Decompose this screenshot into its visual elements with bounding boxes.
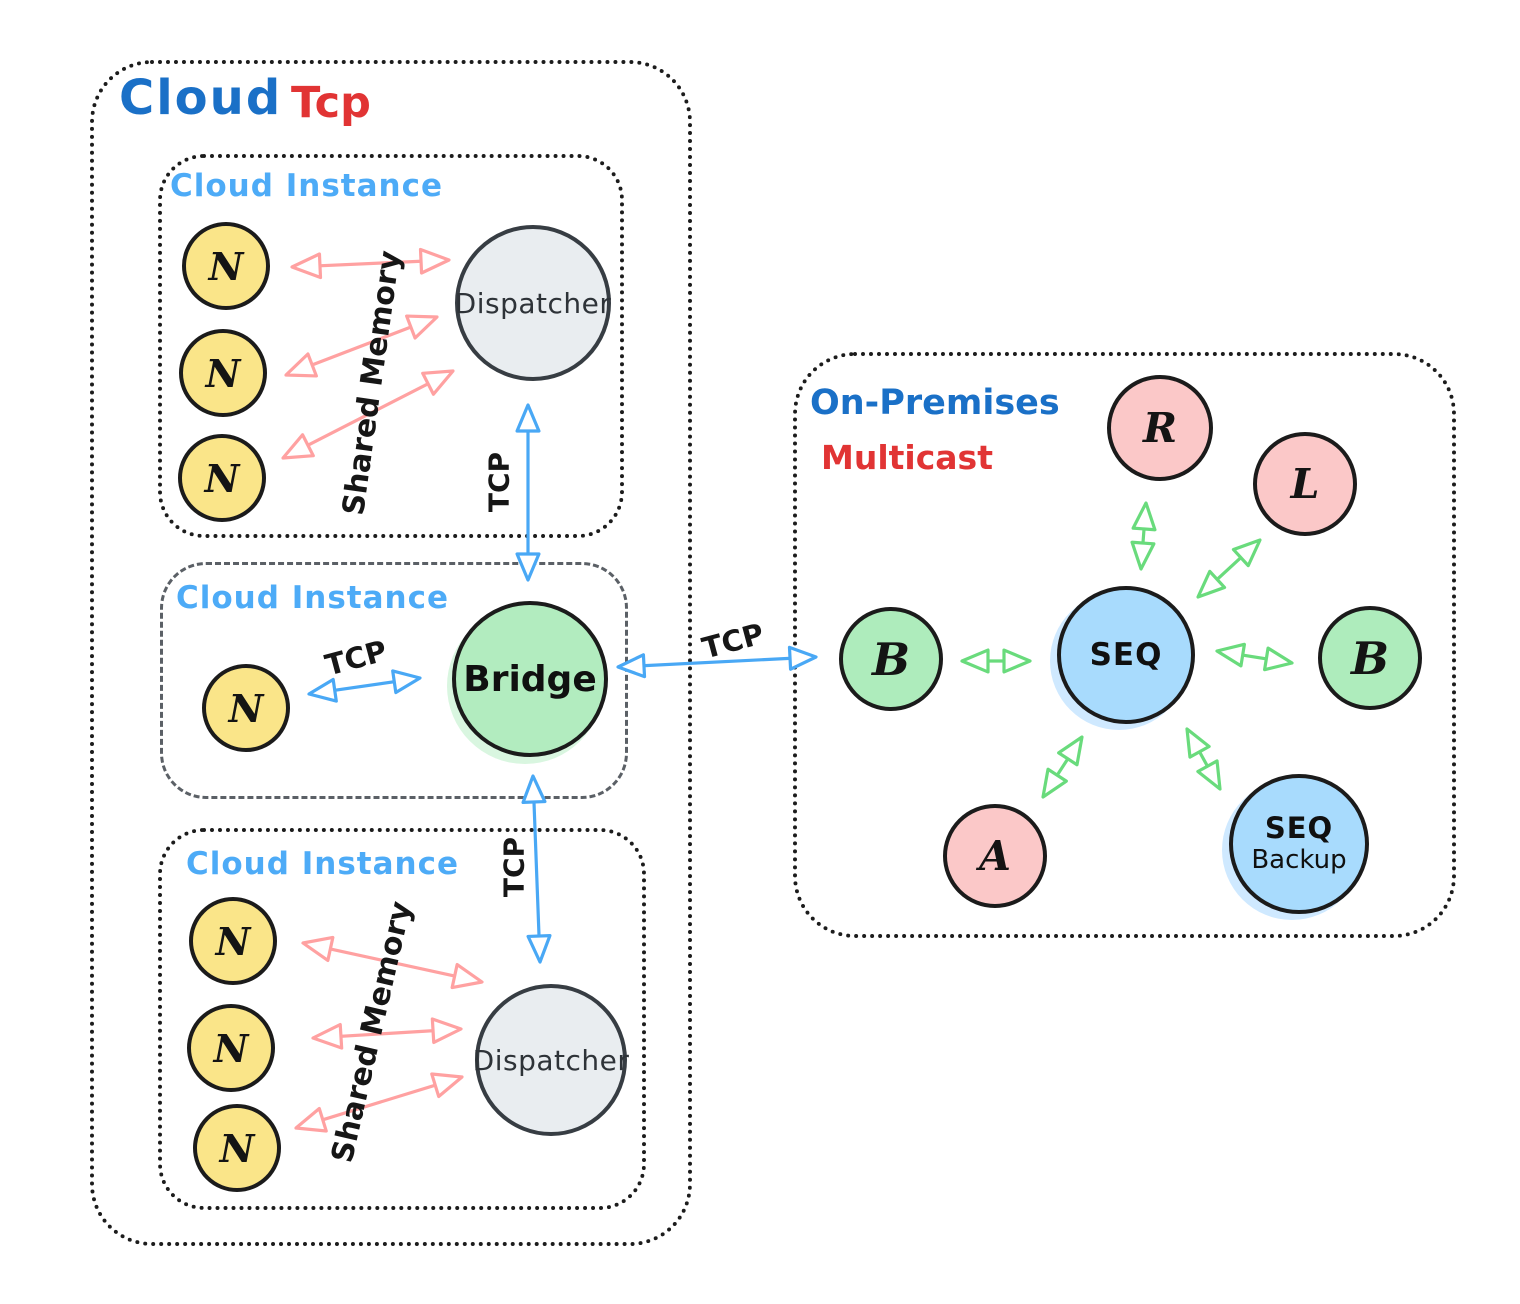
node-n-bottom-2: N: [187, 1004, 275, 1092]
cloud-instance-top-box: [158, 154, 624, 538]
seq-backup-label: SEQ Backup: [1251, 812, 1346, 875]
node-n-top-1: N: [182, 222, 270, 310]
node-b-right: B: [1318, 606, 1422, 710]
seq-backup-node: SEQ Backup: [1229, 774, 1369, 914]
node-r-label: R: [1142, 404, 1178, 452]
cloud-container-box: [90, 60, 692, 1246]
node-l: L: [1253, 432, 1357, 536]
cloud-title: Cloud: [119, 70, 283, 126]
node-n-label: N: [213, 1025, 249, 1071]
cloud-instance-middle-title: Cloud Instance: [176, 580, 449, 616]
bridge-label: Bridge: [463, 658, 597, 700]
node-n-label: N: [205, 350, 241, 396]
onprem-protocol-label: Multicast: [821, 438, 993, 477]
onprem-container-box: [793, 352, 1456, 938]
node-n-bottom-3: N: [193, 1104, 281, 1192]
cloud-protocol-label: Tcp: [291, 78, 371, 128]
seq-label: SEQ: [1089, 637, 1163, 673]
node-l-label: L: [1290, 460, 1320, 508]
seq-backup-line1: SEQ: [1264, 811, 1334, 846]
node-a: A: [943, 804, 1047, 908]
dispatcher-top-node: Dispatcher: [455, 225, 611, 381]
cloud-instance-middle-box: [160, 562, 628, 799]
dispatcher-bottom-node: Dispatcher: [472, 984, 630, 1136]
dispatcher-label: Dispatcher: [472, 1043, 630, 1077]
node-n-label: N: [204, 455, 240, 501]
node-n-label: N: [208, 243, 244, 289]
node-a-label: A: [979, 832, 1011, 880]
seq-backup-line2: Backup: [1251, 844, 1347, 875]
seq-node: SEQ: [1057, 586, 1195, 724]
node-b-left: B: [839, 607, 943, 711]
tcp-label-bridge-dispatcher: TCP: [497, 836, 531, 898]
node-r: R: [1107, 375, 1213, 481]
node-n-label: N: [228, 685, 264, 731]
cloud-instance-top-title: Cloud Instance: [170, 168, 443, 204]
node-n-label: N: [219, 1125, 255, 1171]
bridge-node: Bridge: [452, 601, 608, 757]
tcp-label-dispatcher-bridge: TCP: [482, 451, 516, 513]
node-b-label: B: [1350, 631, 1390, 685]
node-n-middle: N: [202, 664, 290, 752]
cloud-instance-bottom-title: Cloud Instance: [186, 846, 459, 882]
cloud-instance-bottom-box: [158, 828, 646, 1210]
node-n-top-3: N: [178, 434, 266, 522]
node-n-bottom-1: N: [189, 897, 277, 985]
onprem-title: On-Premises: [810, 383, 1060, 423]
node-b-label: B: [871, 632, 911, 686]
tcp-label-wan: TCP: [698, 616, 768, 666]
dispatcher-label: Dispatcher: [454, 286, 612, 320]
node-n-label: N: [215, 918, 251, 964]
node-n-top-2: N: [179, 329, 267, 417]
